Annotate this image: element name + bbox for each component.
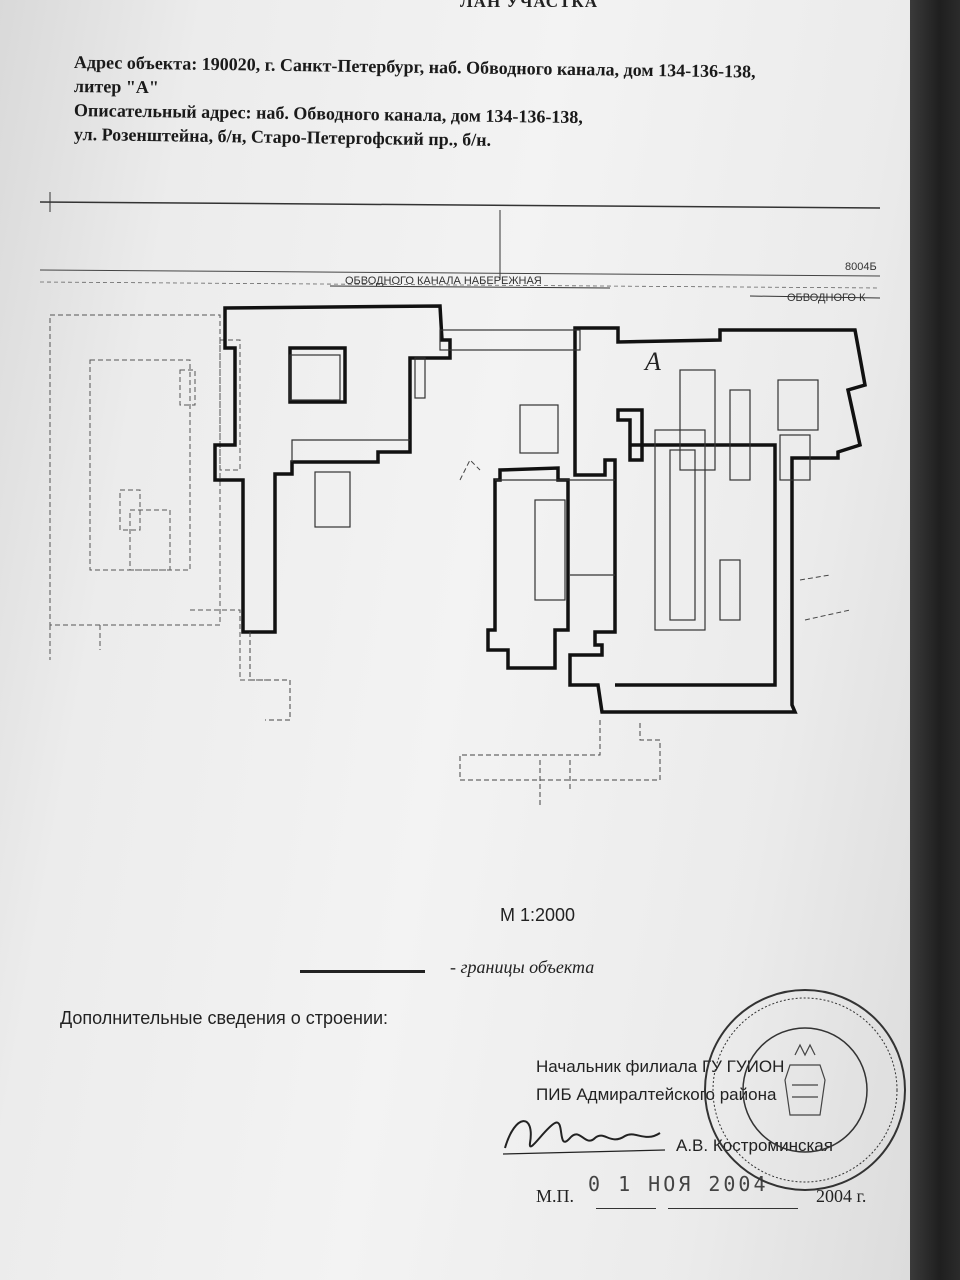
signatory-title-2: ПИБ Адмиралтейского района: [536, 1085, 777, 1104]
official-seal-icon: [704, 989, 906, 1191]
date-underline-2: [668, 1208, 798, 1209]
background-edge: [910, 0, 960, 1280]
legend-boundary-line: [300, 970, 425, 973]
header-title-cut: ЛАН УЧАСТКА: [460, 0, 599, 11]
signature-icon: [502, 1120, 666, 1155]
site-plan: ОБВОДНОГО КАНАЛА НАБЕРЕЖНАЯ ОБВОДНОГО К …: [39, 192, 881, 805]
date-underline-1: [596, 1208, 656, 1209]
document-sheet: ЛАН УЧАСТКА Адрес объекта: 190020, г. Са…: [0, 0, 910, 1280]
scale-label: М 1:2000: [500, 905, 576, 925]
street-label-right: ОБВОДНОГО К: [787, 292, 866, 304]
description-line-1: Описательный адрес: наб. Обводного канал…: [73, 100, 584, 128]
address-line-1: Адрес объекта: 190020, г. Санкт-Петербур…: [73, 52, 756, 82]
description-line-2: ул. Розенштейна, б/н, Старо-Петергофский…: [73, 124, 492, 150]
cadastral-code: 8004Б: [845, 261, 877, 273]
seal-place-label: М.П.: [536, 1186, 575, 1206]
signatory-title-1: Начальник филиала ГУ ГУИОН: [536, 1057, 785, 1076]
address-line-2: литер "А": [73, 76, 159, 98]
legend-text: - границы объекта: [450, 957, 595, 977]
extra-info-label: Дополнительные сведения о строении:: [60, 1008, 389, 1028]
date-stamp: 0 1 НОЯ 2004: [588, 1172, 769, 1196]
liter-label: А: [643, 347, 661, 376]
street-label: ОБВОДНОГО КАНАЛА НАБЕРЕЖНАЯ: [345, 275, 542, 287]
signatory-name: А.В. Костроминская: [676, 1136, 833, 1155]
year-label: 2004 г.: [816, 1186, 867, 1206]
